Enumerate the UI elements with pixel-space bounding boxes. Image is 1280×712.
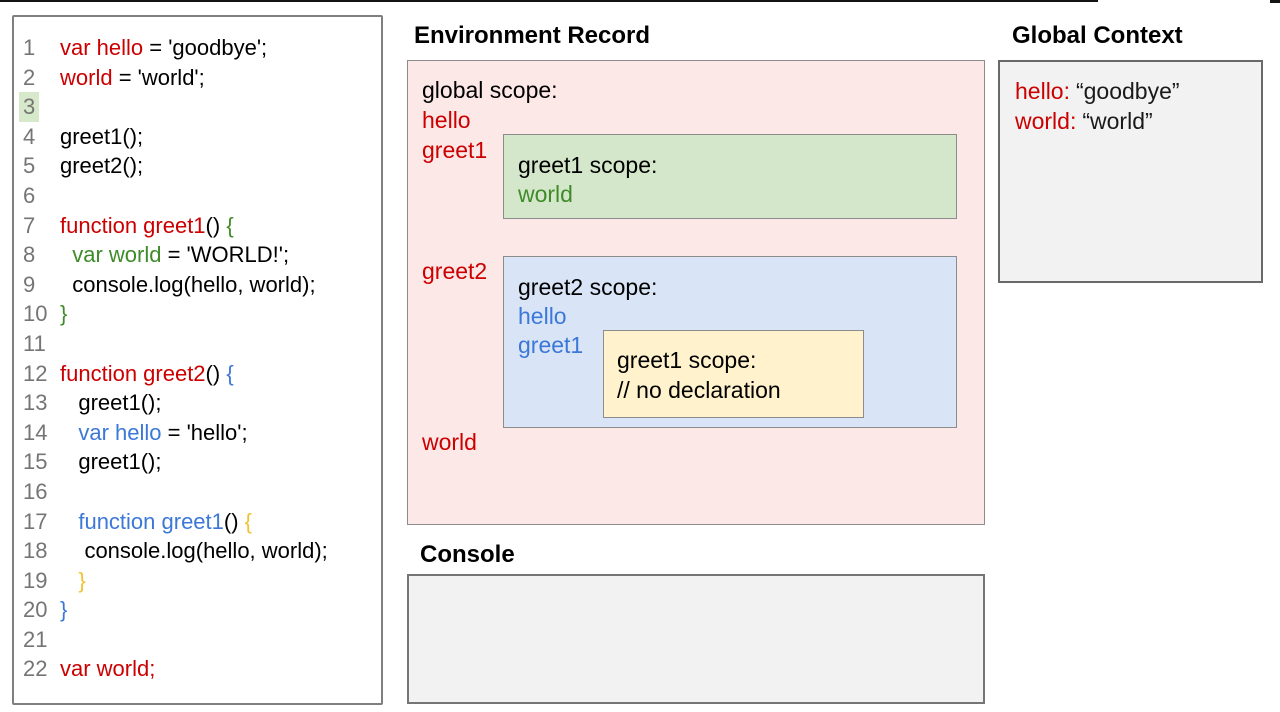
line-number: 17 [23, 508, 48, 534]
global-context-title: Global Context [1012, 22, 1183, 49]
code-text: function greet1() { [60, 212, 234, 238]
code-text: console.log(hello, world); [60, 538, 328, 564]
code-line: 7 function greet1() { [14, 211, 381, 241]
code-line: 9 console.log(hello, world); [14, 270, 381, 300]
code-line: 12 function greet2() { [14, 359, 381, 389]
console-output-box [407, 574, 985, 704]
code-text: var hello = 'hello'; [78, 419, 248, 445]
code-line: 17 function greet1() { [14, 507, 381, 537]
global-context-box: hello:“goodbye”world:“world” [998, 60, 1263, 283]
line-number: 22 [23, 656, 48, 682]
line-number: 12 [23, 360, 48, 386]
line-number: 19 [23, 567, 48, 593]
line-number: 6 [23, 182, 36, 208]
line-number: 2 [23, 64, 36, 90]
line-number: 15 [23, 449, 48, 475]
greet2-scope-label: greet2 scope: [518, 274, 658, 300]
inner-greet1-comment: // no declaration [617, 377, 781, 403]
code-panel: 1 var hello = 'goodbye'; 2 world = 'world';… [12, 15, 383, 705]
code-text: } [78, 567, 86, 593]
code-text: console.log(hello, world); [60, 271, 316, 297]
line-number: 16 [23, 478, 48, 504]
line-number: 14 [23, 419, 48, 445]
global-scope-label: global scope: [422, 77, 558, 103]
inner-greet1-scope-label: greet1 scope: [617, 347, 757, 373]
code-line: 6 [14, 181, 381, 211]
line-number: 4 [23, 123, 36, 149]
global-scope-box: global scope: hello greet1 greet2 world … [407, 60, 985, 525]
code-text: function greet1() { [78, 508, 253, 534]
code-line: 3 [14, 92, 381, 122]
code-text: var world = 'WORLD!'; [72, 242, 290, 268]
code-line: 14 var hello = 'hello'; [14, 418, 381, 448]
global-var-world: world [422, 429, 477, 455]
line-number: 10 [23, 301, 48, 327]
global-var-greet2: greet2 [422, 258, 488, 284]
line-number: 11 [23, 330, 46, 356]
global-context-entry: world:“world” [1015, 106, 1261, 136]
global-context-entry: hello:“goodbye” [1015, 76, 1261, 106]
code-line: 21 [14, 625, 381, 655]
line-number: 1 [23, 35, 36, 60]
global-context-entries: hello:“goodbye”world:“world” [1015, 76, 1261, 136]
code-line: 22 var world; [14, 654, 381, 684]
variable-name: hello: [1015, 78, 1070, 104]
variable-name: world: [1015, 108, 1077, 134]
code-line: 5 greet2(); [14, 151, 381, 181]
line-number: 5 [23, 153, 36, 179]
code-line: 13 greet1(); [14, 388, 381, 418]
code-text: world = 'world'; [60, 64, 205, 90]
line-number: 9 [23, 271, 36, 297]
code-text: greet1(); [60, 390, 162, 416]
inner-greet1-scope-box: greet1 scope: // no declaration [603, 330, 864, 418]
environment-record-title: Environment Record [414, 22, 651, 49]
code-line: 11 [14, 329, 381, 359]
code-text: greet1(); [60, 449, 162, 475]
code-text: var world; [60, 656, 156, 682]
top-border-line [0, 0, 1098, 2]
code-text: var hello = 'goodbye'; [60, 35, 268, 60]
global-var-hello: hello [422, 107, 471, 133]
global-var-greet1: greet1 [422, 137, 488, 163]
greet2-var-hello: hello [518, 303, 567, 329]
greet1-var-world: world [518, 181, 573, 207]
code-line: 2 world = 'world'; [14, 63, 381, 93]
code-line: 8 var world = 'WORLD!'; [14, 240, 381, 270]
greet1-scope-label: greet1 scope: [518, 152, 658, 178]
console-title: Console [420, 541, 515, 568]
line-number: 8 [23, 242, 36, 268]
code-line: 18 console.log(hello, world); [14, 536, 381, 566]
greet2-var-greet1: greet1 [518, 332, 584, 358]
greet2-scope-box: greet2 scope: hello greet1 greet1 scope:… [503, 256, 957, 428]
line-number: 18 [23, 538, 48, 564]
line-number: 21 [23, 626, 48, 652]
top-corner-mark [1270, 0, 1280, 3]
code-text: function greet2() { [60, 360, 234, 386]
code-line: 19 } [14, 566, 381, 596]
code-line: 4 greet1(); [14, 122, 381, 152]
code-text: } [60, 597, 68, 623]
line-number: 20 [23, 597, 48, 623]
code-line: 1 var hello = 'goodbye'; [14, 33, 381, 63]
line-number: 3 [14, 92, 60, 122]
code-line: 10} [14, 299, 381, 329]
greet1-scope-box: greet1 scope: world [503, 134, 957, 219]
code-text: greet1(); [60, 123, 144, 149]
code-line: 20} [14, 595, 381, 625]
variable-value: “goodbye” [1075, 78, 1180, 104]
code-text: greet2(); [60, 153, 144, 179]
code-line: 16 [14, 477, 381, 507]
line-number: 13 [23, 390, 48, 416]
variable-value: “world” [1082, 108, 1153, 134]
line-number: 7 [23, 212, 36, 238]
code-line: 15 greet1(); [14, 447, 381, 477]
code-lines: 1 var hello = 'goodbye'; 2 world = 'world';… [14, 33, 381, 684]
code-text: } [60, 301, 68, 327]
